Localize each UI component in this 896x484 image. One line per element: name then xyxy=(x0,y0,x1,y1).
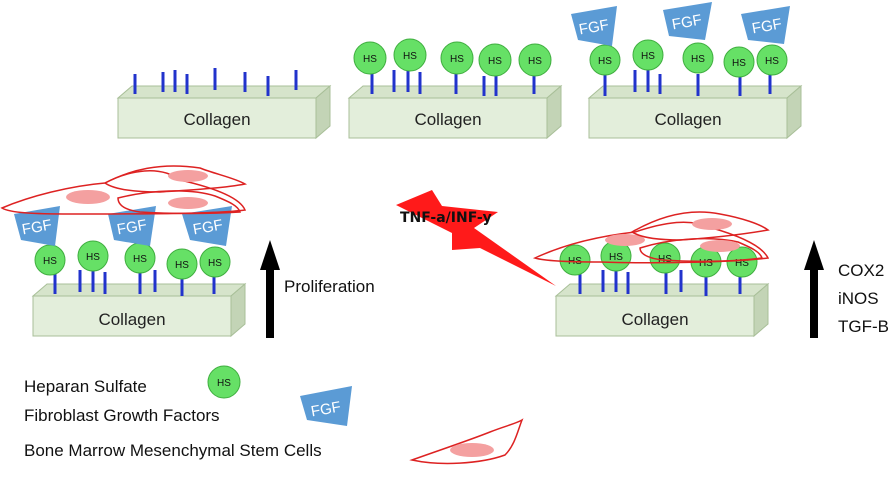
hs-molecule: HS xyxy=(124,242,156,274)
hs-molecule: HS xyxy=(723,46,755,78)
fgf-factor: FGF xyxy=(108,206,156,246)
fgf-factor: FGF xyxy=(741,6,790,44)
collagen-label: Collagen xyxy=(654,110,721,129)
legend-fgf: Fibroblast Growth Factors xyxy=(24,406,220,425)
svg-text:HS: HS xyxy=(598,56,612,67)
svg-text:HS: HS xyxy=(175,260,189,271)
hs-molecule: HS xyxy=(726,246,758,278)
legend-bmsc: Bone Marrow Mesenchymal Stem Cells xyxy=(24,441,322,460)
hs-molecule: HS xyxy=(34,244,66,276)
legend: Heparan Sulfate HS Fibroblast Growth Fac… xyxy=(24,365,524,465)
proliferation-label: Proliferation xyxy=(284,277,375,296)
hs-molecule: HS xyxy=(166,248,198,280)
svg-text:HS: HS xyxy=(208,258,222,269)
heparin-spokes xyxy=(53,270,216,296)
fgf-factor: FGF xyxy=(571,6,617,46)
tnf-label: TNF-a/INF-y xyxy=(400,210,492,226)
svg-text:HS: HS xyxy=(732,58,746,69)
heparin-spokes xyxy=(133,68,298,96)
stem-cell xyxy=(639,237,763,263)
hs-molecule: HS xyxy=(682,42,714,74)
svg-text:HS: HS xyxy=(488,56,502,67)
hs-molecule: HS xyxy=(207,365,241,399)
collagen-label: Collagen xyxy=(414,110,481,129)
upregulation-arrow xyxy=(804,240,824,338)
legend-heparan-sulfate: Heparan Sulfate xyxy=(24,377,147,396)
stem-cell xyxy=(117,190,242,215)
marker-label: TGF-B xyxy=(838,317,889,336)
marker-label: COX2 xyxy=(838,261,884,280)
hs-molecule: HS xyxy=(440,41,474,75)
panel-inflammation: Collagen HS HS HS HS xyxy=(532,211,889,338)
svg-text:HS: HS xyxy=(133,254,147,265)
svg-text:FGF: FGF xyxy=(116,217,148,239)
hs-molecule: HS xyxy=(77,240,109,272)
hs-molecule: HS xyxy=(199,246,231,278)
collagen-block: Collagen xyxy=(31,282,247,338)
svg-text:FGF: FGF xyxy=(310,399,342,421)
collagen-block: Collagen xyxy=(116,84,332,140)
panel-collagen: Collagen xyxy=(116,68,332,140)
svg-text:FGF: FGF xyxy=(751,16,783,38)
panel-proliferation: Collagen HS HS HS HS xyxy=(0,165,375,338)
svg-text:HS: HS xyxy=(363,54,377,65)
svg-text:HS: HS xyxy=(217,378,231,389)
hs-molecule: HS xyxy=(518,43,552,77)
stem-cell xyxy=(409,418,524,465)
marker-label: iNOS xyxy=(838,289,879,308)
stem-cell xyxy=(532,221,770,264)
hs-molecule: HS xyxy=(632,39,664,71)
svg-text:HS: HS xyxy=(86,252,100,263)
collagen-block: Collagen xyxy=(554,282,770,338)
svg-text:HS: HS xyxy=(528,56,542,67)
heparin-spokes xyxy=(603,70,772,96)
collagen-label: Collagen xyxy=(98,310,165,329)
svg-text:FGF: FGF xyxy=(578,17,610,39)
collagen-block: Collagen xyxy=(587,84,803,140)
svg-text:HS: HS xyxy=(609,252,623,263)
proliferation-arrow xyxy=(260,240,280,338)
panel-collagen-hs: Collagen HS HS HS HS xyxy=(347,38,563,140)
collagen-label: Collagen xyxy=(183,110,250,129)
stem-cell xyxy=(0,170,247,215)
stem-cell xyxy=(103,165,248,193)
svg-text:FGF: FGF xyxy=(192,217,224,239)
svg-text:HS: HS xyxy=(43,256,57,267)
fgf-factor: FGF xyxy=(663,2,712,40)
hs-molecule: HS xyxy=(589,44,621,76)
svg-text:HS: HS xyxy=(765,56,779,67)
stem-cell xyxy=(630,211,770,241)
hs-molecule: HS xyxy=(756,44,788,76)
panel-collagen-hs-fgf: Collagen HS HS HS HS HS xyxy=(571,2,803,140)
collagen-label: Collagen xyxy=(621,310,688,329)
fgf-factor: FGF xyxy=(300,386,352,426)
hs-molecule: HS xyxy=(559,244,591,276)
lightning-bolt-icon xyxy=(396,190,556,286)
hs-molecule: HS xyxy=(393,38,427,72)
svg-text:HS: HS xyxy=(691,54,705,65)
fgf-factor: FGF xyxy=(182,206,232,246)
hs-molecule: HS xyxy=(478,43,512,77)
svg-text:FGF: FGF xyxy=(671,12,703,34)
svg-text:HS: HS xyxy=(403,51,417,62)
svg-text:FGF: FGF xyxy=(21,217,53,239)
collagen-block: Collagen xyxy=(347,84,563,140)
hs-molecule: HS xyxy=(353,41,387,75)
fgf-factor: FGF xyxy=(14,206,60,246)
svg-text:HS: HS xyxy=(699,258,713,269)
svg-text:HS: HS xyxy=(641,51,655,62)
svg-text:HS: HS xyxy=(735,258,749,269)
svg-text:HS: HS xyxy=(450,54,464,65)
